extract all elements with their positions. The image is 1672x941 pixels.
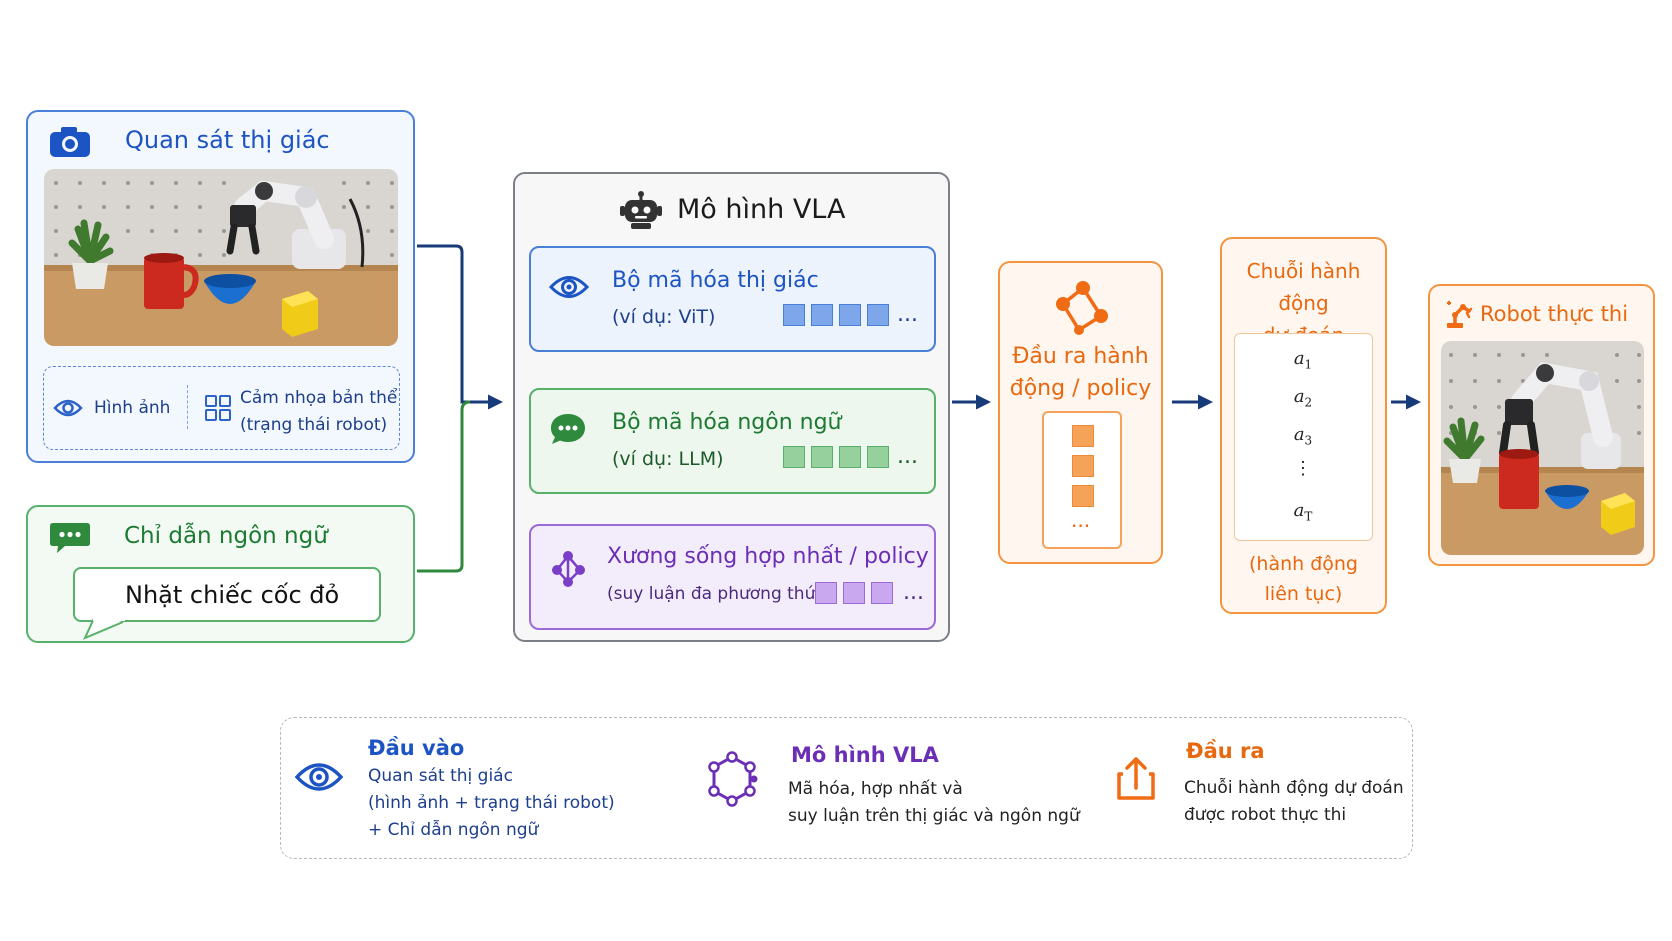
action-step-ellipsis: ⋮ xyxy=(1294,458,1312,479)
divider xyxy=(187,385,188,429)
language-token xyxy=(839,446,861,468)
eye-icon xyxy=(294,757,344,801)
action-token-ellipsis: ... xyxy=(1071,508,1091,532)
legend-model-text: Mã hóa, hợp nhất và suy luận trên thị gi… xyxy=(788,776,1080,830)
language-card-title: Chỉ dẫn ngôn ngữ xyxy=(124,523,328,549)
policy-graph-icon xyxy=(1049,280,1113,340)
eye-icon xyxy=(53,397,83,423)
fusion-backbone-subtitle: (suy luận đa phương thức) xyxy=(607,584,832,604)
fusion-token xyxy=(843,582,865,604)
robot-execution-photo xyxy=(1441,341,1644,555)
chat-bubble-icon xyxy=(49,521,91,559)
note-line-1: (hành động xyxy=(1248,553,1358,575)
action-step: a3 xyxy=(1293,424,1313,448)
legend-model-heading: Mô hình VLA xyxy=(791,743,939,767)
language-token xyxy=(811,446,833,468)
policy-output-title: Đầu ra hành động / policy xyxy=(1000,341,1161,405)
language-encoder-block: Bộ mã hóa ngôn ngữ (ví dụ: LLM) ... xyxy=(529,388,936,494)
robot-execution-title: Robot thực thi xyxy=(1480,302,1629,326)
action-token xyxy=(1072,485,1094,507)
vision-token-ellipsis: ... xyxy=(897,302,918,327)
visual-inputs-box: Hình ảnh Cảm nhọa bản thể (trạng thái ro… xyxy=(43,366,400,450)
grid-icon xyxy=(204,394,232,426)
language-encoder-title: Bộ mã hóa ngôn ngữ xyxy=(612,410,842,435)
language-to-vla-arrow xyxy=(417,400,471,573)
visual-observation-card: Quan sát thị giác xyxy=(26,110,415,463)
language-instruction-card: Chỉ dẫn ngôn ngữ Nhặt chiếc cốc đỏ xyxy=(26,505,415,643)
policy-title-line-2: động / policy xyxy=(1009,376,1152,401)
policy-output-card: Đầu ra hành động / policy ... xyxy=(998,261,1163,564)
vision-encoder-example: (ví dụ: ViT) xyxy=(612,306,716,328)
action-sequence-card: Chuỗi hành động dự đoán a1 a2 a3 ⋮ aT (h… xyxy=(1220,237,1387,614)
legend-model-line-1: Mã hóa, hợp nhất và xyxy=(788,779,963,799)
proprioception-line-2: (trạng thái robot) xyxy=(240,415,388,435)
vision-token xyxy=(839,304,861,326)
action-token xyxy=(1072,455,1094,477)
action-token xyxy=(1072,425,1094,447)
legend-input-heading: Đầu vào xyxy=(368,736,465,760)
legend-box: Đầu vào Quan sát thị giác (hình ảnh + tr… xyxy=(280,717,1413,859)
legend-model-line-2: suy luận trên thị giác và ngôn ngữ xyxy=(788,806,1080,826)
sequence-title-line-1: Chuỗi hành động xyxy=(1246,259,1361,315)
legend-input-line-3: + Chỉ dẫn ngôn ngữ xyxy=(368,820,539,840)
visual-to-vla-arrow xyxy=(417,244,503,410)
instruction-speech-bubble: Nhặt chiếc cốc đỏ xyxy=(73,567,381,622)
visual-card-title: Quan sát thị giác xyxy=(125,126,330,154)
policy-title-line-1: Đầu ra hành xyxy=(1012,344,1149,369)
chat-bubble-icon xyxy=(549,412,587,450)
vision-token xyxy=(811,304,833,326)
legend-input-text: Quan sát thị giác (hình ảnh + trạng thái… xyxy=(368,763,615,844)
fusion-token xyxy=(871,582,893,604)
image-label: Hình ảnh xyxy=(94,398,171,418)
action-step: a1 xyxy=(1293,348,1313,372)
eye-icon xyxy=(548,272,590,306)
proprioception-label: Cảm nhọa bản thể (trạng thái robot) xyxy=(240,385,397,439)
robot-arm-icon xyxy=(1443,299,1473,333)
legend-input-line-2: (hình ảnh + trạng thái robot) xyxy=(368,793,615,813)
fusion-token-ellipsis: ... xyxy=(903,580,924,605)
policy-token-stack: ... xyxy=(1042,411,1122,549)
share-out-icon xyxy=(1115,756,1157,806)
vision-token xyxy=(867,304,889,326)
note-line-2: liên tục) xyxy=(1264,583,1343,605)
action-step: a2 xyxy=(1293,386,1313,410)
robot-execution-card: Robot thực thi xyxy=(1428,284,1655,566)
robot-head-icon xyxy=(619,190,663,234)
vision-encoder-title: Bộ mã hóa thị giác xyxy=(612,268,819,293)
proprioception-line-1: Cảm nhọa bản thể xyxy=(240,388,398,408)
action-sequence-list: a1 a2 a3 ⋮ aT xyxy=(1234,333,1373,541)
robot-scene-photo xyxy=(44,169,398,346)
legend-output-line-2: được robot thực thi xyxy=(1184,805,1347,825)
fusion-backbone-block: Xương sống hợp nhất / policy (suy luận đ… xyxy=(529,524,936,630)
camera-icon xyxy=(49,126,91,162)
language-token xyxy=(867,446,889,468)
legend-input-line-1: Quan sát thị giác xyxy=(368,766,513,786)
legend-output-text: Chuỗi hành động dự đoán được robot thực … xyxy=(1184,775,1404,829)
language-encoder-example: (ví dụ: LLM) xyxy=(612,448,724,470)
legend-output-line-1: Chuỗi hành động dự đoán xyxy=(1184,778,1404,798)
network-graph-icon xyxy=(549,550,587,592)
action-step: aT xyxy=(1293,500,1313,524)
speech-bubble-tail xyxy=(83,615,127,644)
fusion-token xyxy=(815,582,837,604)
language-token xyxy=(783,446,805,468)
vision-encoder-block: Bộ mã hóa thị giác (ví dụ: ViT) ... xyxy=(529,246,936,352)
legend-output-heading: Đầu ra xyxy=(1186,739,1265,763)
network-graph-icon xyxy=(706,751,758,811)
vla-model-container: Mô hình VLA Bộ mã hóa thị giác (ví dụ: V… xyxy=(513,172,950,642)
vla-model-title: Mô hình VLA xyxy=(677,194,846,225)
vision-token xyxy=(783,304,805,326)
fusion-backbone-title: Xương sống hợp nhất / policy xyxy=(607,544,929,569)
language-token-ellipsis: ... xyxy=(897,444,918,469)
continuous-action-note: (hành động liên tục) xyxy=(1222,549,1385,609)
